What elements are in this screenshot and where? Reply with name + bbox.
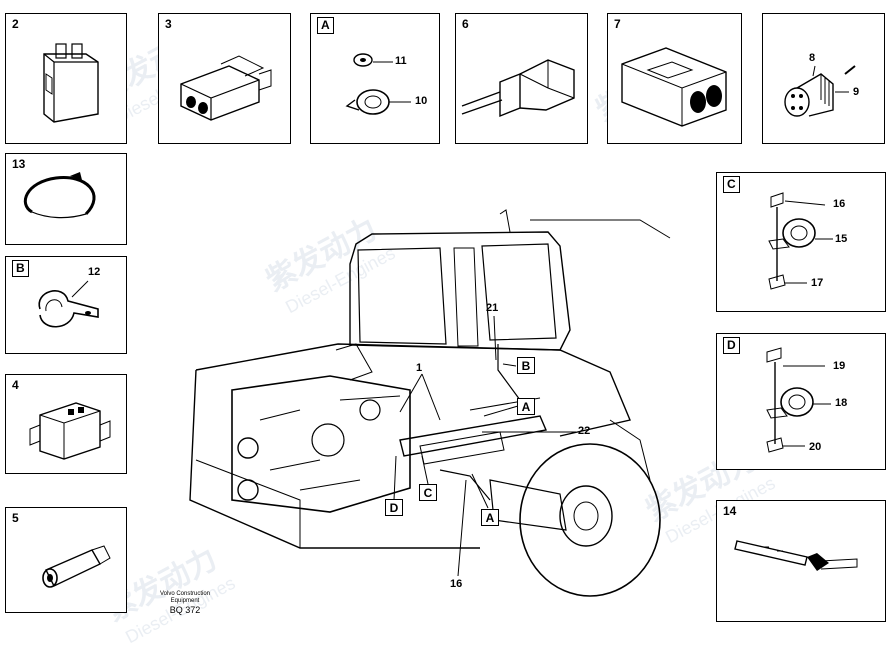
callout-21: 21 [486, 302, 499, 314]
panel-8-9: 8 9 [762, 13, 885, 144]
marker-a: A [517, 398, 535, 415]
tie-strap-icon [734, 540, 858, 571]
callout-10: 10 [415, 95, 428, 107]
footer-credit: Volvo Construction Equipment BQ 372 [150, 591, 220, 615]
callout-19: 19 [833, 360, 846, 372]
panel-7: 7 [607, 13, 742, 144]
panel-label: B [12, 260, 29, 277]
panel-label: A [317, 17, 334, 34]
panel-2: 2 [5, 13, 127, 144]
callout-12: 12 [88, 266, 101, 278]
double-plug-icon [621, 47, 727, 127]
panel-6: 6 [455, 13, 588, 144]
cable-connector-icon [461, 59, 575, 118]
callout-1: 1 [416, 362, 423, 374]
callout-11: 11 [395, 55, 407, 67]
cable-tie-icon [23, 172, 96, 219]
round-connector-icon [784, 65, 856, 117]
plug-connector-icon [180, 55, 272, 121]
panel-label: 4 [12, 378, 19, 392]
bracket-connector-icon [29, 402, 111, 460]
panel-label: 14 [723, 504, 737, 518]
panel-a: A 11 10 [310, 13, 440, 144]
callout-18: 18 [835, 397, 848, 409]
panel-label: 6 [462, 17, 469, 31]
panel-label: 3 [165, 17, 172, 31]
callout-17: 17 [811, 277, 824, 289]
callout-16: 16 [833, 198, 846, 210]
callout-15: 15 [835, 233, 848, 245]
callout-22: 22 [578, 425, 591, 437]
callout-20: 20 [809, 441, 822, 453]
bolt-clamp-icon [768, 192, 833, 290]
panel-label: 13 [12, 157, 26, 171]
panel-5: 5 [5, 507, 127, 613]
connector-housing-icon [43, 43, 99, 123]
clamp-nut-icon [345, 53, 411, 115]
bolt-clamp-icon [766, 347, 831, 453]
callout-8: 8 [809, 52, 816, 64]
footer-line2: Equipment [170, 598, 200, 604]
marker-d: D [385, 499, 403, 516]
panel-label: C [723, 176, 740, 193]
panel-d: D 19 18 20 [716, 333, 886, 470]
panel-14: 14 [716, 500, 886, 622]
p-clamp-icon [38, 280, 99, 328]
panel-label: D [723, 337, 740, 354]
panel-label: 7 [614, 17, 621, 31]
panel-label: 2 [12, 17, 19, 31]
marker-b: B [517, 357, 535, 374]
marker-a: A [481, 509, 499, 526]
callout-9: 9 [853, 86, 860, 98]
panel-3: 3 [158, 13, 291, 144]
panel-label: 5 [12, 511, 19, 525]
footer-line1: Volvo Construction [159, 591, 211, 597]
panel-c: C 16 15 17 [716, 172, 886, 312]
drawing-code: BQ 372 [169, 605, 201, 615]
sleeve-icon [42, 545, 111, 588]
panel-b: B 12 [5, 256, 127, 354]
marker-c: C [419, 484, 437, 501]
panel-4: 4 [5, 374, 127, 474]
panel-13: 13 [5, 153, 127, 245]
callout-16: 16 [450, 578, 463, 590]
